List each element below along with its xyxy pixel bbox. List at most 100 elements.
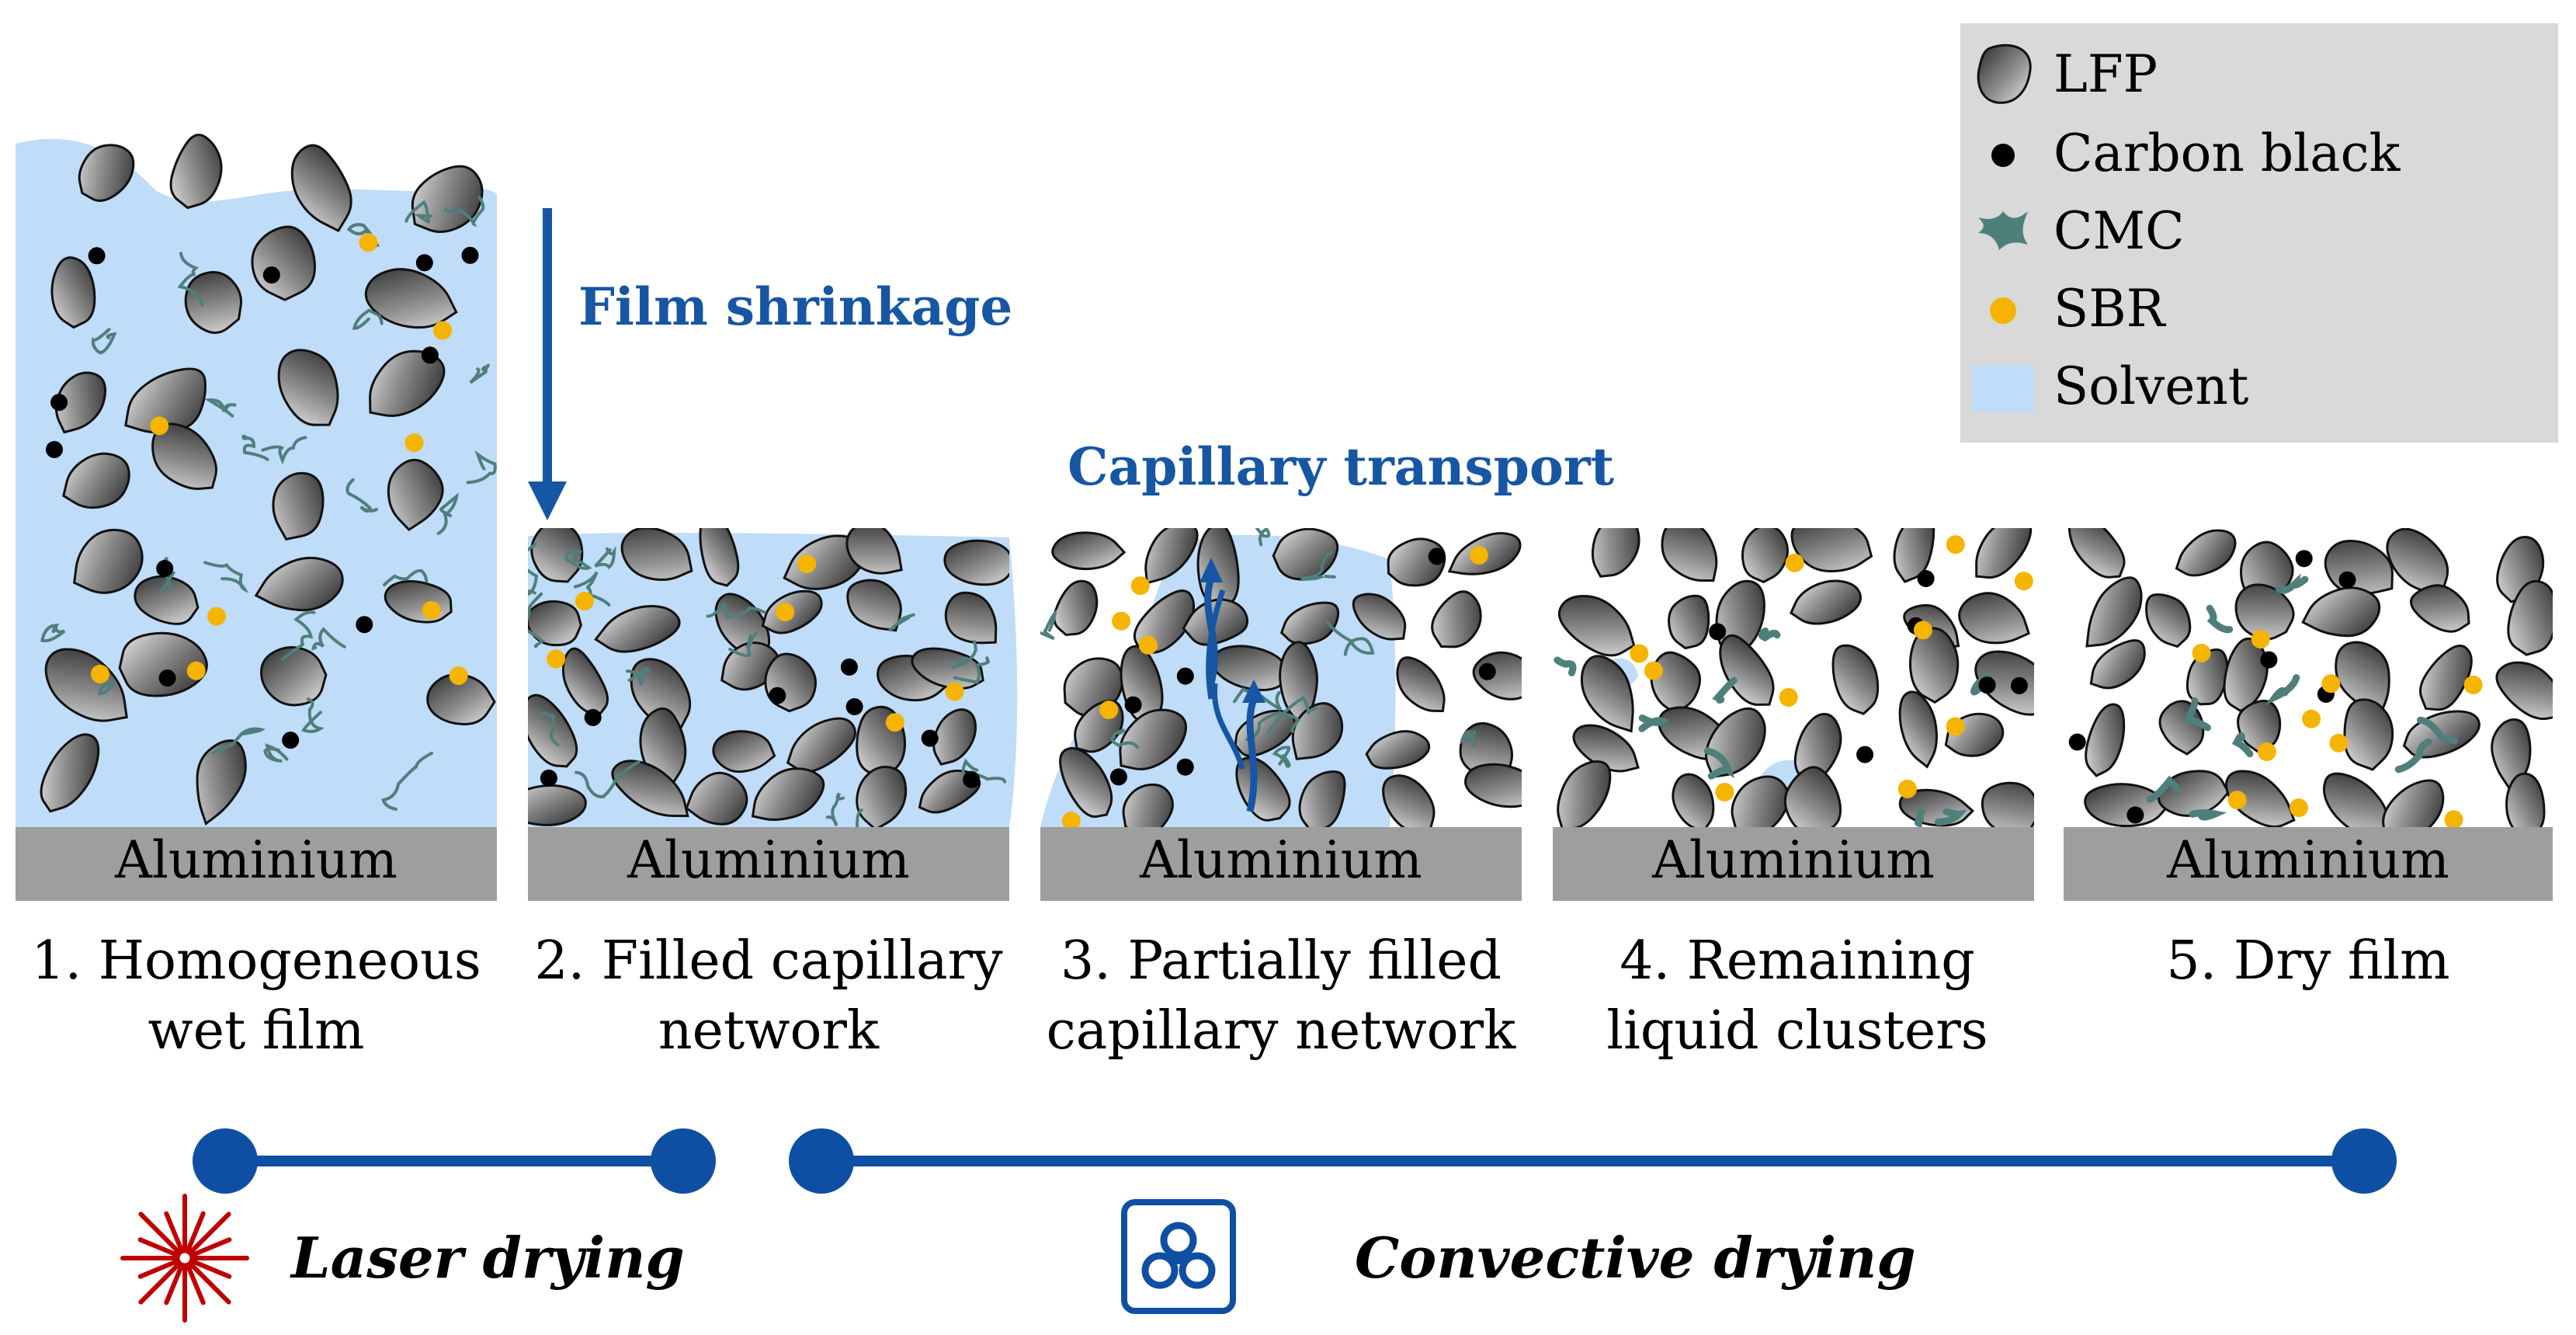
stage-captions: 1. Homogeneous wet film 2. Filled capill… bbox=[31, 930, 2449, 1062]
carbon-black-dot bbox=[584, 708, 602, 726]
lfp-particle bbox=[2084, 783, 2172, 827]
lfp-particle bbox=[1557, 595, 1636, 657]
cmc-fiber bbox=[352, 308, 384, 330]
cmc-fiber bbox=[1245, 711, 1300, 742]
aluminium-substrate bbox=[1553, 827, 2034, 901]
aluminium-label: Aluminium bbox=[1139, 830, 1422, 890]
sbr-dot bbox=[2444, 810, 2463, 827]
lfp-particle bbox=[50, 256, 96, 329]
sbr-dot bbox=[2192, 643, 2211, 662]
aluminium-substrate bbox=[16, 827, 497, 901]
sbr-dot bbox=[1779, 688, 1798, 707]
cmc-fiber bbox=[825, 792, 845, 826]
cmc-fiber bbox=[953, 656, 991, 684]
sbr-dot bbox=[2321, 674, 2341, 694]
carbon-black-dot bbox=[1176, 667, 1194, 685]
fan-icon bbox=[1121, 1199, 1236, 1314]
lfp-particles bbox=[1557, 528, 2034, 827]
carbon-black-dot bbox=[415, 254, 433, 272]
stage-5-caption-line1: 5. Dry film bbox=[2166, 930, 2449, 992]
lfp-particle bbox=[254, 556, 344, 612]
legend-label: LFP bbox=[2054, 44, 2158, 104]
legend: LFP Carbon black CMC SBR Solvent bbox=[1960, 23, 2558, 443]
cmc-fiber bbox=[728, 631, 758, 658]
lfp-particle bbox=[1557, 760, 1612, 827]
cmc-fiber bbox=[1934, 808, 1967, 826]
sbr-dot bbox=[91, 664, 109, 683]
lfp-particle bbox=[2225, 770, 2296, 827]
legend-item-solvent: Solvent bbox=[1972, 356, 2248, 416]
carbon-black-dots bbox=[1709, 570, 2028, 763]
legend-box bbox=[1960, 23, 2558, 443]
film-shrinkage-label: Film shrinkage bbox=[578, 276, 1012, 337]
cmc-fiber bbox=[594, 545, 616, 569]
cmc-fiber bbox=[1459, 729, 1477, 749]
lfp-particle bbox=[1365, 730, 1431, 770]
lfp-particle bbox=[1059, 746, 1113, 819]
timeline-node bbox=[2331, 1128, 2397, 1194]
sbr-dot bbox=[885, 713, 904, 732]
carbon-black-dot bbox=[262, 266, 280, 284]
carbon-black-dot bbox=[1428, 548, 1446, 565]
lfp-particle-icon bbox=[1977, 43, 2032, 104]
aluminium-substrate bbox=[2064, 827, 2553, 901]
panel-1-wet-film: Aluminium bbox=[16, 134, 497, 901]
cmc-fiber bbox=[301, 697, 325, 733]
lfp-particle bbox=[1464, 763, 1522, 808]
lfp-particle bbox=[2301, 586, 2381, 638]
capillary-flow-arrows bbox=[1199, 558, 1265, 813]
lfp-particle bbox=[40, 733, 100, 813]
lfp-particle bbox=[1741, 528, 1789, 584]
cmc-fiber bbox=[1266, 695, 1318, 735]
capillary-transport-label: Capillary transport bbox=[1068, 436, 1615, 497]
sbr-dot bbox=[2251, 630, 2270, 649]
lfp-particle bbox=[62, 452, 130, 509]
carbon-black-dots bbox=[46, 246, 479, 749]
cmc-fiber bbox=[2416, 716, 2459, 745]
cmc-fiber bbox=[888, 613, 915, 632]
lfp-particle bbox=[1661, 528, 1718, 582]
aluminium-substrate bbox=[1040, 827, 1522, 901]
lfp-particle bbox=[196, 739, 247, 826]
lfp-particle bbox=[620, 528, 693, 581]
sbr-dot bbox=[1715, 783, 1734, 801]
lfp-particle bbox=[2410, 584, 2470, 633]
panel-3-partially-filled: Capillary transport Aluminium bbox=[1040, 436, 1615, 901]
sbr-dot bbox=[1946, 535, 1965, 555]
lfp-particle bbox=[134, 575, 200, 625]
legend-label: Solvent bbox=[2054, 356, 2248, 416]
lfp-particle bbox=[1591, 528, 1640, 578]
cmc-fiber bbox=[40, 624, 66, 643]
sbr-dots bbox=[1061, 545, 1488, 827]
lfp-particle bbox=[1958, 592, 2030, 645]
sbr-dot bbox=[359, 233, 378, 252]
lfp-particle bbox=[2223, 637, 2269, 713]
cmc-fiber bbox=[203, 398, 237, 418]
laser-drying-label: Laser drying bbox=[290, 1225, 685, 1291]
cmc-fiber bbox=[528, 592, 545, 648]
sbr-dots bbox=[91, 233, 468, 685]
laser-burst-icon bbox=[120, 1194, 249, 1323]
carbon-black-dot bbox=[282, 732, 300, 749]
film-shrinkage-arrow: Film shrinkage bbox=[528, 208, 1012, 520]
lfp-particle bbox=[594, 605, 681, 653]
panel-4-liquid-clusters: Aluminium bbox=[1553, 528, 2034, 901]
carbon-black-dot bbox=[158, 669, 176, 687]
cmc-fiber bbox=[444, 196, 485, 228]
sbr-dot bbox=[575, 592, 594, 610]
sbr-dot bbox=[547, 649, 566, 669]
lfp-particle bbox=[2237, 700, 2282, 753]
lfp-particle bbox=[1051, 531, 1127, 571]
sbr-dot bbox=[2329, 733, 2349, 753]
lfp-particle bbox=[277, 349, 339, 426]
lfp-particle bbox=[2175, 529, 2237, 577]
cmc-fiber bbox=[2182, 697, 2211, 732]
lfp-particle bbox=[2507, 579, 2553, 656]
sbr-dot bbox=[2302, 709, 2321, 728]
sbr-dot bbox=[1138, 635, 1158, 655]
lfp-particle bbox=[2145, 593, 2192, 648]
carbon-black-dot bbox=[421, 346, 439, 364]
lfp-particle bbox=[2491, 718, 2532, 789]
legend-item-cmc: CMC bbox=[1978, 201, 2185, 261]
